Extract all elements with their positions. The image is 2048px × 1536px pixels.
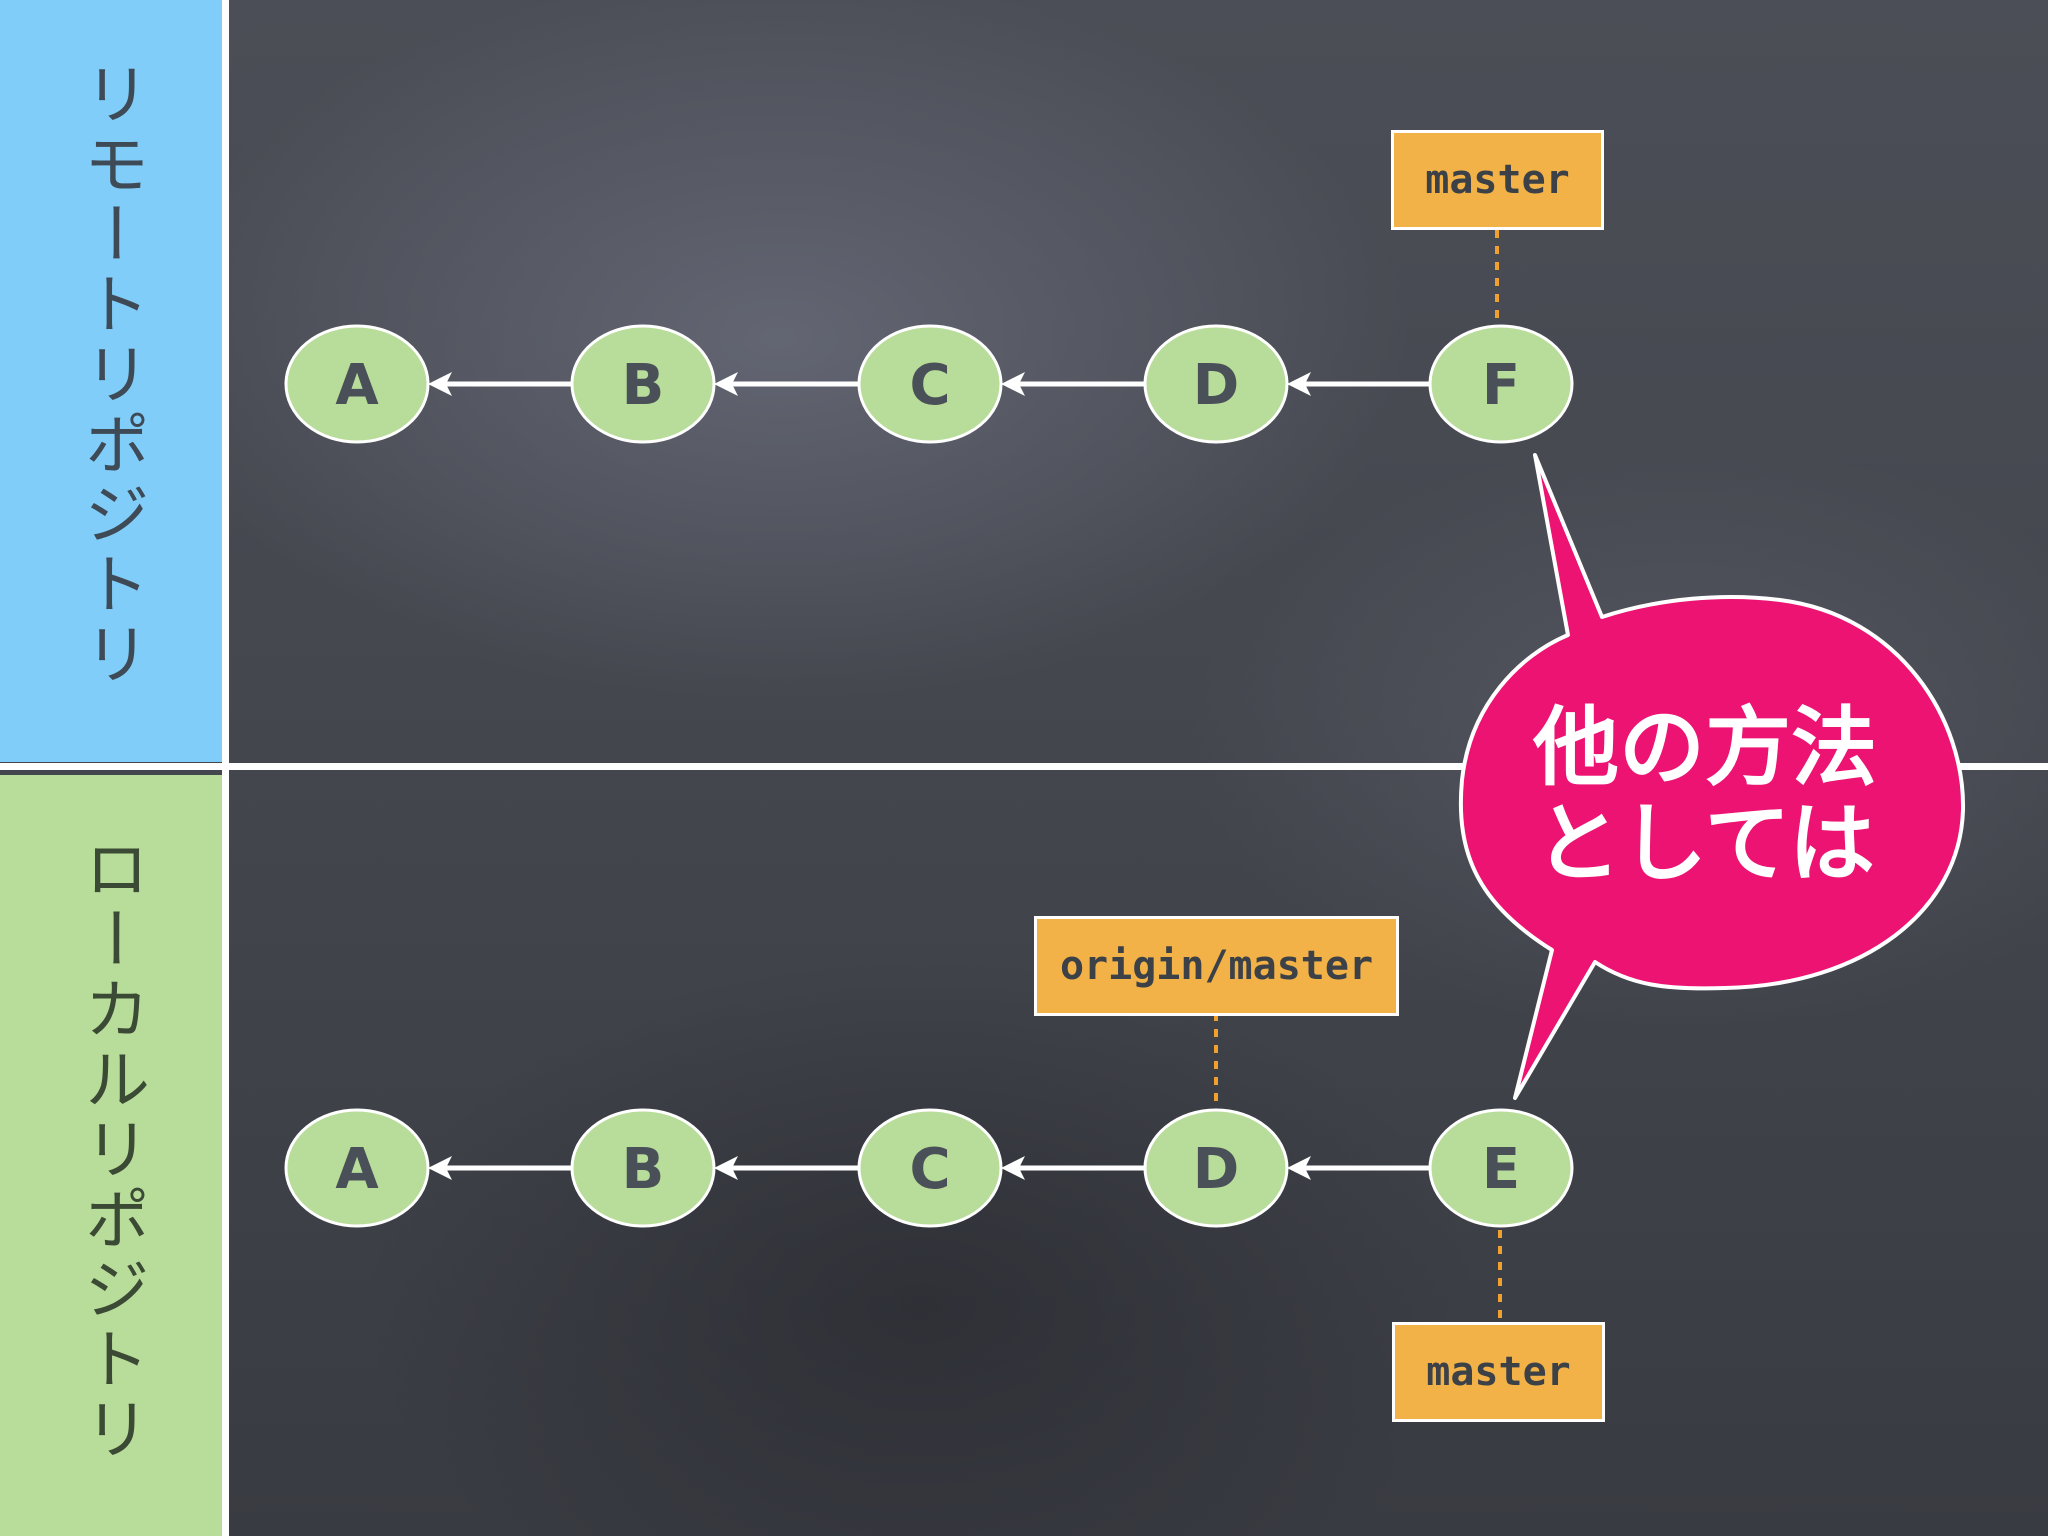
remote-arrowhead: [714, 372, 738, 396]
local-section-label: ローカルリポジトリ: [73, 835, 150, 1465]
remote-commit-label: F: [1482, 353, 1520, 418]
local-arrowhead: [428, 1156, 452, 1180]
local-origin-master-tag: origin/master: [1034, 916, 1399, 1016]
remote-arrowhead: [1001, 372, 1025, 396]
local-commit-label: B: [622, 1137, 665, 1202]
remote-master-tag: master: [1391, 130, 1604, 230]
local-arrowhead: [714, 1156, 738, 1180]
remote-commits: A B C D F: [284, 324, 1574, 444]
remote-commit-node: D: [1143, 324, 1289, 444]
local-commit-node: C: [857, 1108, 1003, 1228]
local-commit-node: D: [1143, 1108, 1289, 1228]
remote-commit-label: D: [1193, 353, 1239, 418]
remote-arrows: [428, 372, 1430, 396]
local-section-band: ローカルリポジトリ: [0, 775, 222, 1536]
local-commit-label: E: [1482, 1137, 1520, 1202]
local-commit-label: D: [1193, 1137, 1239, 1202]
remote-arrowhead: [1287, 372, 1311, 396]
remote-commit-node: F: [1428, 324, 1574, 444]
callout-bubble: [1458, 453, 1966, 1100]
remote-commit-node: B: [570, 324, 716, 444]
local-commit-node: E: [1428, 1108, 1574, 1228]
remote-section-band: リモートリポジトリ: [0, 0, 222, 762]
remote-commit-label: B: [622, 353, 665, 418]
callout-line-2: としては: [1535, 794, 1875, 894]
local-commits: A B C D E: [284, 1108, 1574, 1228]
local-commit-node: B: [570, 1108, 716, 1228]
horizontal-divider: [0, 763, 2048, 770]
local-arrowhead: [1287, 1156, 1311, 1180]
callout-line-1: 他の方法: [1533, 698, 1877, 798]
local-commit-label: C: [909, 1137, 950, 1202]
remote-arrowhead: [428, 372, 452, 396]
remote-commit-label: C: [909, 353, 950, 418]
remote-commit-label: A: [335, 353, 379, 418]
remote-section-label: リモートリポジトリ: [73, 60, 150, 690]
callout-text: 他の方法 としては: [1500, 700, 1910, 892]
local-arrowhead: [1001, 1156, 1025, 1180]
local-commit-label: A: [335, 1137, 379, 1202]
remote-commit-node: A: [284, 324, 430, 444]
local-master-tag: master: [1392, 1322, 1605, 1422]
remote-commit-node: C: [857, 324, 1003, 444]
local-commit-node: A: [284, 1108, 430, 1228]
local-arrows: [428, 1156, 1430, 1180]
